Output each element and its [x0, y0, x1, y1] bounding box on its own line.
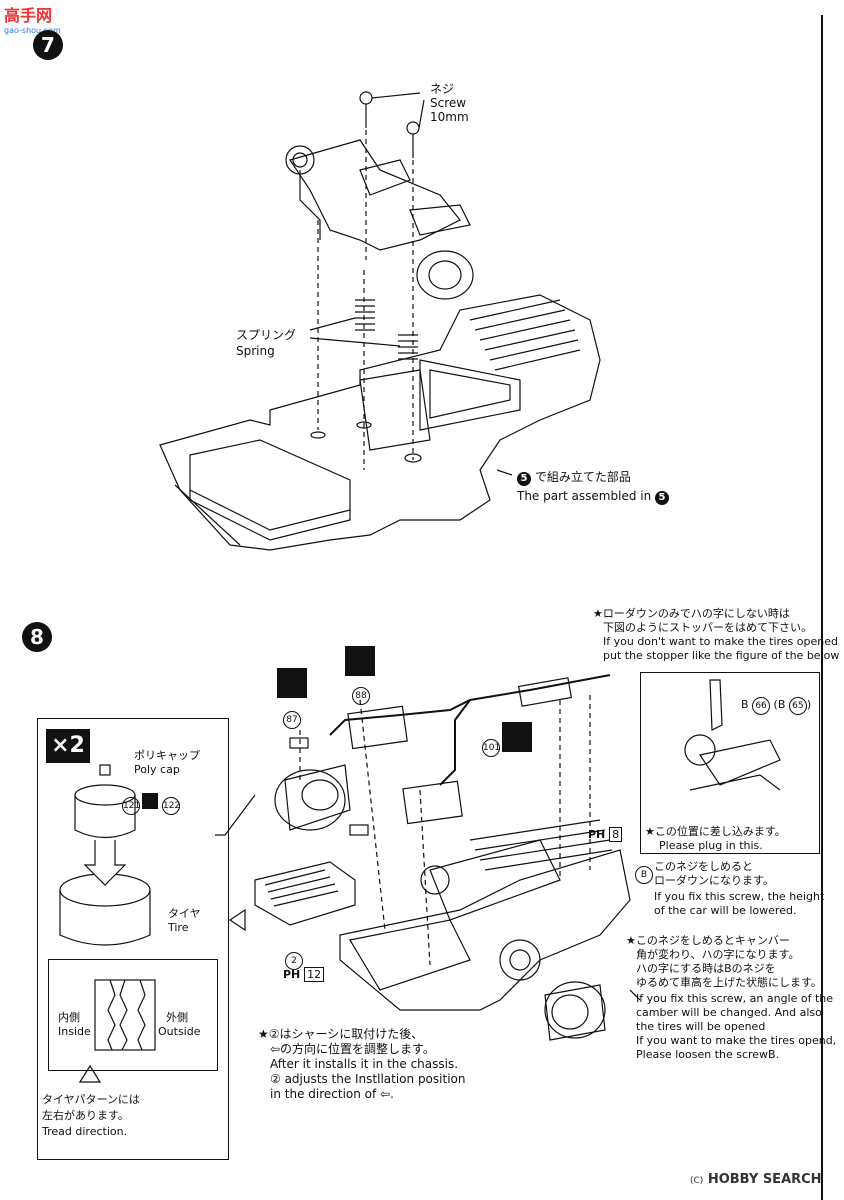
- plug-note-jp: ★この位置に差し込みます。: [645, 825, 786, 838]
- part-101: 101: [482, 739, 500, 757]
- stopper-part-b2: B: [777, 698, 786, 711]
- tread-note-jp-2: 左右があります。: [42, 1109, 129, 1122]
- runner-ph8: PH 8: [588, 827, 623, 842]
- stopper-note-line-2: 下図のようにストッパーをはめて下さい。: [603, 621, 812, 634]
- screw-b-note-2: ローダウンになります。: [654, 874, 774, 887]
- adjust-note: ★②はシャーシに取付けた後、 ⇦の方向に位置を調整します。 After it i…: [258, 1027, 465, 1102]
- step-ref-5: 5: [517, 472, 531, 486]
- spring-label-en: Spring: [236, 344, 275, 358]
- inside-en: Inside: [58, 1025, 91, 1038]
- adjust-note-4: ② adjusts the Instllation position: [270, 1072, 466, 1086]
- stopper-part-labels: B 66 (B 65): [741, 697, 811, 715]
- stopper-note-line-3: If you don't want to make the tires open…: [603, 635, 838, 648]
- screw-size: 10mm: [430, 110, 469, 124]
- part-87: 87: [283, 711, 301, 729]
- plug-note-en: Please plug in this.: [659, 839, 763, 852]
- assembled-part-jp: 5 で組み立てた部品: [517, 470, 631, 486]
- polycap-en: Poly cap: [134, 763, 180, 776]
- stopper-inset: B 66 (B 65) ★この位置に差し込みます。 Please plug in…: [640, 672, 820, 854]
- camber-note-3: ハの字にする時はBのネジを: [636, 962, 776, 975]
- screw-label-en: Screw: [430, 96, 467, 110]
- stopper-note-line-4: put the stopper like the figure of the b…: [603, 649, 840, 662]
- assembled-jp-text: で組み立てた部品: [534, 470, 631, 484]
- runner-ph12: PH 12: [283, 967, 325, 982]
- screw-label-jp: ネジ: [430, 82, 455, 96]
- part-2: 2: [285, 952, 303, 970]
- stopper-note-line-1: ★ローダウンのみでハの字にしない時は: [593, 607, 790, 620]
- camber-note-2: 角が変わり、ハの字になります。: [636, 948, 800, 961]
- camber-note-1: ★このネジをしめるとキャンバー: [626, 934, 790, 947]
- screw-b-note-4: of the car will be lowered.: [654, 904, 797, 917]
- part-66: 66: [752, 697, 771, 715]
- footer-tm: (C): [690, 1176, 704, 1186]
- outside-en: Outside: [158, 1025, 201, 1038]
- tire-en: Tire: [168, 921, 189, 934]
- tread-diagram-frame: [48, 959, 218, 1071]
- adjust-note-3: After it installs it in the chassis.: [270, 1057, 459, 1071]
- runner-ph12-num: 12: [304, 967, 325, 982]
- assembled-en-text: The part assembled in: [517, 489, 652, 503]
- part-122: 122: [162, 797, 180, 815]
- watermark-logo-text: 高手网: [4, 6, 53, 25]
- inside-jp: 内側: [58, 1011, 80, 1024]
- polycap-jp: ポリキャップ: [134, 749, 200, 762]
- camber-note-7: the tires will be opened: [636, 1020, 766, 1033]
- stopper-part-b: B: [741, 698, 749, 711]
- part-121: 121: [122, 797, 140, 815]
- camber-note-5: If you fix this screw, an angle of the: [636, 992, 834, 1005]
- screw-b-circle: B: [635, 866, 653, 884]
- outside-jp: 外側: [166, 1011, 188, 1024]
- camber-note-6: camber will be changed. And also: [636, 1006, 822, 1019]
- assembled-part-en: The part assembled in 5: [517, 489, 670, 505]
- stopper-note: ★ローダウンのみでハの字にしない時は 下図のようにストッパーをはめて下さい。 I…: [593, 607, 839, 663]
- runner-ph12-prefix: PH: [283, 968, 301, 981]
- watermark-url: gao-shou.com: [4, 26, 61, 35]
- plating-icon-101: [502, 722, 532, 752]
- screw-b-marker: B: [635, 866, 653, 884]
- runner-ph8-num: 8: [609, 827, 623, 842]
- camber-note-9: Please loosen the screwB.: [636, 1048, 780, 1061]
- watermark-logo: 高手网 gao-shou.com: [4, 2, 61, 35]
- tread-note-en: Tread direction.: [42, 1125, 128, 1138]
- plating-icon-88: [345, 646, 375, 676]
- spring-label-jp: スプリング: [236, 328, 297, 342]
- footer-brand-text: HOBBY SEARCH: [707, 1172, 822, 1187]
- screw-b-note-3: If you fix this screw, the height: [654, 890, 825, 903]
- tire-jp: タイヤ: [168, 907, 201, 920]
- footer-brand: (C) HOBBY SEARCH: [690, 1172, 822, 1187]
- adjust-note-1: ★②はシャーシに取付けた後、: [258, 1027, 424, 1041]
- screw-b-note-1: このネジをしめると: [654, 860, 753, 873]
- screw-b-note: このネジをしめると ローダウンになります。 If you fix this sc…: [654, 860, 824, 918]
- plating-icon-87: [277, 668, 307, 698]
- step-ref-5b: 5: [655, 491, 670, 505]
- multiplier-badge: ×2: [46, 729, 90, 763]
- camber-note: ★このネジをしめるとキャンバー 角が変わり、ハの字になります。 ハの字にする時は…: [626, 934, 836, 1062]
- runner-ph8-prefix: PH: [588, 828, 606, 841]
- tread-note-jp-1: タイヤパターンには: [42, 1093, 140, 1106]
- adjust-note-5: in the direction of ⇦.: [270, 1087, 394, 1101]
- tire-inset: ×2 ポリキャップ Poly cap 121 122 タイヤ Tire 内側 I…: [37, 718, 229, 1160]
- adjust-note-2: ⇦の方向に位置を調整します。: [270, 1042, 435, 1056]
- part-88: 88: [352, 687, 370, 705]
- step-8-number: 8: [22, 622, 52, 652]
- camber-note-4: ゆるめて車高を上げた状態にします。: [636, 976, 822, 989]
- part-65: 65: [788, 697, 807, 715]
- swap-icon: [142, 793, 158, 809]
- camber-note-8: If you want to make the tires opend,: [636, 1034, 837, 1047]
- step-7-number: 7: [33, 30, 63, 60]
